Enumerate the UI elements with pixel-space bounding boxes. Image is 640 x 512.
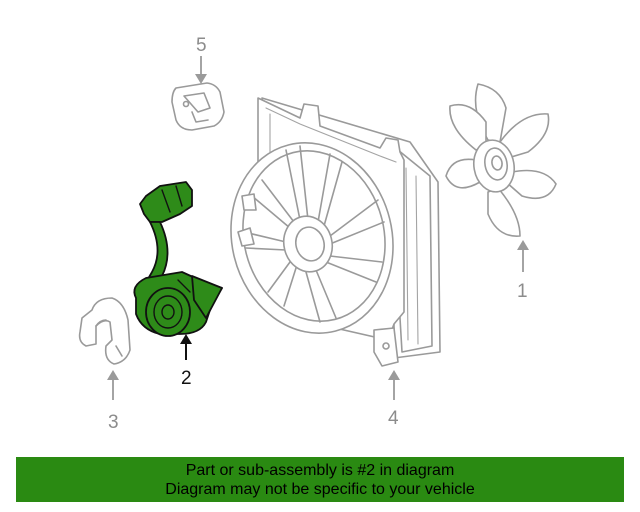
arrow-2 — [180, 334, 192, 360]
callout-2: 2 — [181, 368, 192, 389]
parts-diagram: 5 — [78, 35, 557, 433]
part-1-fan-blade[interactable] — [445, 83, 557, 237]
part-3-clip[interactable] — [78, 297, 131, 365]
banner-line-disclaimer: Diagram may not be specific to your vehi… — [165, 481, 475, 498]
callout-3: 3 — [108, 412, 119, 433]
part-4-fan-shroud[interactable] — [211, 97, 441, 367]
part-2-fan-motor[interactable] — [133, 181, 223, 337]
part-5-clip[interactable] — [171, 82, 225, 131]
arrow-1 — [517, 240, 529, 272]
info-banner: Part or sub-assembly is #2 in diagram Di… — [16, 457, 624, 502]
callout-1: 1 — [517, 281, 528, 302]
callout-4: 4 — [388, 408, 399, 429]
arrow-4 — [388, 370, 400, 400]
banner-line-part: Part or sub-assembly is #2 in diagram — [185, 462, 455, 479]
callout-5: 5 — [196, 35, 207, 56]
arrow-5 — [195, 56, 207, 84]
arrow-3 — [107, 370, 119, 400]
